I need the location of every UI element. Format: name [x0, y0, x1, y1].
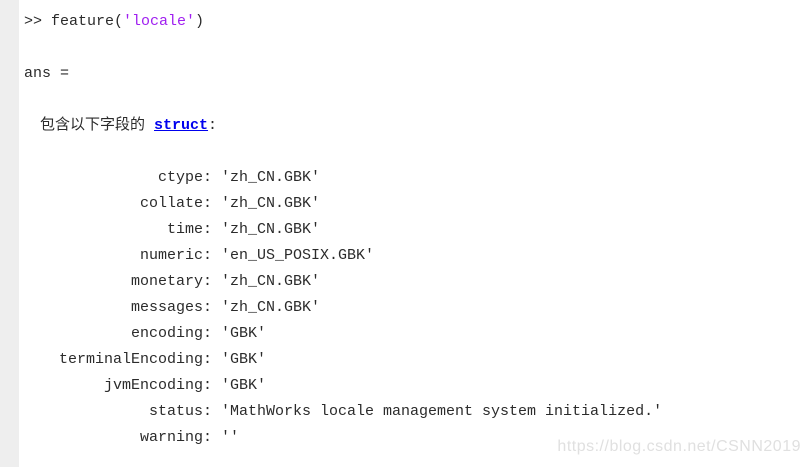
field-label: collate:	[139, 195, 212, 212]
struct-field-row: jvmEncoding: 'GBK'	[24, 373, 811, 399]
prompt-and-command: >> feature(	[24, 13, 124, 30]
field-value: 'zh_CN.GBK'	[221, 273, 321, 290]
field-label: ctype:	[157, 169, 212, 186]
field-label: encoding:	[130, 325, 212, 342]
struct-field-row: time: 'zh_CN.GBK'	[24, 217, 811, 243]
struct-field-row: encoding: 'GBK'	[24, 321, 811, 347]
struct-field-row: status: 'MathWorks locale management syst…	[24, 399, 811, 425]
blank-line	[24, 139, 811, 165]
field-label: status:	[148, 403, 212, 420]
field-label: messages:	[130, 299, 212, 316]
csdn-watermark: https://blog.csdn.net/CSNN2019	[557, 438, 801, 455]
ans-label: ans =	[24, 65, 70, 82]
struct-field-row: collate: 'zh_CN.GBK'	[24, 191, 811, 217]
struct-field-row: monetary: 'zh_CN.GBK'	[24, 269, 811, 295]
blank-line	[24, 87, 811, 113]
struct-field-row: warning: ''	[24, 425, 811, 451]
field-value: 'zh_CN.GBK'	[221, 299, 321, 316]
field-label: warning:	[139, 429, 212, 446]
field-value: 'GBK'	[221, 377, 267, 394]
field-value: 'zh_CN.GBK'	[221, 221, 321, 238]
field-value: 'GBK'	[221, 351, 267, 368]
struct-field-row: numeric: 'en_US_POSIX.GBK'	[24, 243, 811, 269]
left-margin-strip	[0, 0, 19, 467]
struct-doc-link[interactable]: struct	[154, 117, 209, 134]
struct-header-line: 包含以下字段的 struct:	[24, 113, 811, 139]
command-line: >> feature('locale')	[24, 9, 811, 35]
field-value: 'MathWorks locale management system init…	[221, 403, 663, 420]
struct-header-colon: :	[208, 117, 218, 134]
field-value: 'zh_CN.GBK'	[221, 169, 321, 186]
command-suffix: )	[195, 13, 205, 30]
field-label: terminalEncoding:	[58, 351, 212, 368]
string-argument: 'locale'	[123, 13, 196, 30]
field-value: 'zh_CN.GBK'	[221, 195, 321, 212]
field-label: monetary:	[130, 273, 212, 290]
field-value: ''	[221, 429, 240, 446]
blank-line	[24, 35, 811, 61]
field-value: 'GBK'	[221, 325, 267, 342]
command-window-output[interactable]: >> feature('locale') ans = 包含以下字段的 struc…	[19, 0, 811, 467]
struct-field-row: messages: 'zh_CN.GBK'	[24, 295, 811, 321]
field-label: numeric:	[139, 247, 212, 264]
struct-header-prefix: 包含以下字段的	[40, 117, 155, 134]
struct-field-row: terminalEncoding: 'GBK'	[24, 347, 811, 373]
field-label: jvmEncoding:	[103, 377, 212, 394]
field-value: 'en_US_POSIX.GBK'	[221, 247, 375, 264]
struct-field-row: ctype: 'zh_CN.GBK'	[24, 165, 811, 191]
field-label: time:	[166, 221, 212, 238]
